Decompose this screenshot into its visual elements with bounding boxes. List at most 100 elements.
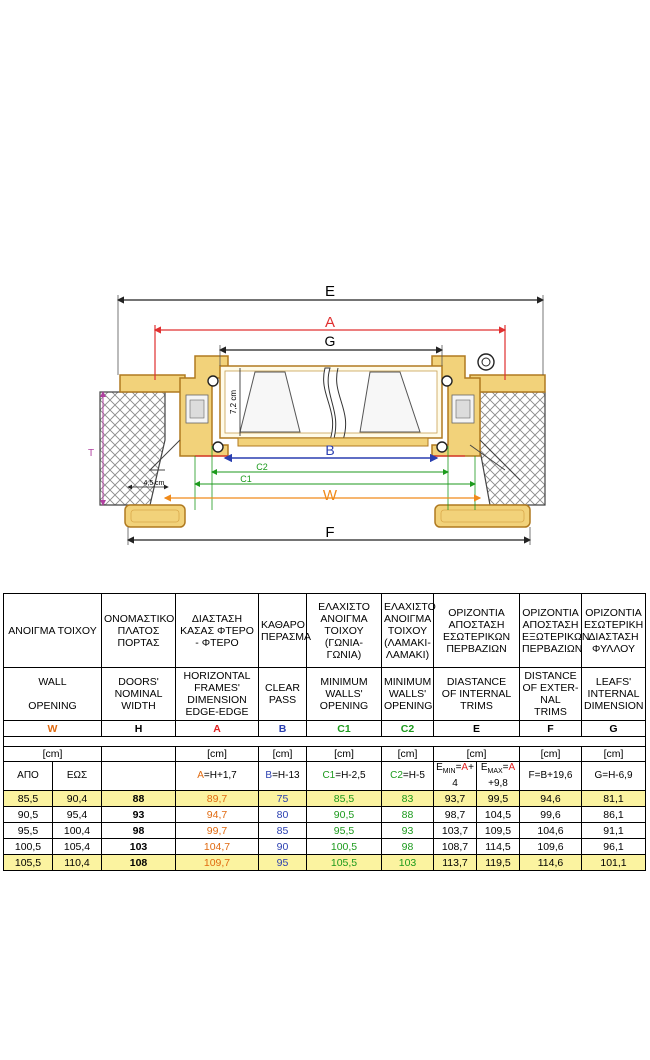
from-label: ΑΠΟ [3, 761, 53, 791]
header-en-A-line4: EDGE-EDGE [185, 706, 249, 718]
header-en-E-line2: OF INTERNAL [441, 688, 512, 700]
header-en-G-line1: LEAFS' [595, 676, 632, 688]
letter-W: W [3, 720, 102, 737]
left-internal-trim [119, 374, 186, 393]
header-en-F-line3: NAL [540, 694, 561, 706]
door-leaf [219, 365, 443, 447]
cell-Emin: 103,7 [433, 822, 477, 839]
unit-F: [cm] [519, 746, 582, 762]
cell-C2: 103 [381, 854, 434, 871]
header-en-E: DIASTANCE OF INTERNAL TRIMS [433, 667, 520, 721]
header-en-A-line2: FRAMES' [194, 682, 240, 694]
header-en-E-line1: DIASTANCE [446, 676, 507, 688]
cell-H: 108 [101, 854, 176, 871]
formula-C2: C2=H-5 [381, 761, 434, 791]
cell-C1: 105,5 [306, 854, 382, 871]
header-greek-G: ΟΡΙΖΟΝΤΙΑ ΕΣΩΤΕΡΙΚΗ ΔΙΑΣΤΑΣΗ ΦΥΛΛΟΥ [581, 593, 646, 668]
header-en-H-line3: WIDTH [121, 700, 156, 712]
unit-W: [cm] [3, 746, 102, 762]
formula-Emax-value: +9,8 [488, 778, 508, 789]
letter-G: G [581, 720, 646, 737]
cell-G: 86,1 [581, 806, 646, 823]
cell-C1: 90,5 [306, 806, 382, 823]
formula-row: ΑΠΟ ΕΩΣ A=H+1,7 B=H-13 C1=H-2,5 C2=H-5 E… [3, 761, 646, 791]
cell-to: 90,4 [52, 790, 102, 807]
dim-label-C1: C1 [240, 474, 252, 484]
cell-from: 100,5 [3, 838, 53, 855]
header-en-C1-line3: OPENING [319, 700, 369, 712]
formula-Emax-a: A [508, 762, 516, 773]
dimension-G: G [218, 333, 444, 366]
cell-B: 75 [258, 790, 307, 807]
dim-label-C2: C2 [256, 462, 268, 472]
cell-from: 85,5 [3, 790, 53, 807]
cell-from: 90,5 [3, 806, 53, 823]
spacer-row [3, 736, 646, 747]
header-en-W-line1: WALL [38, 676, 67, 688]
cell-C1: 85,5 [306, 790, 382, 807]
header-en-F: DISTANCE OF EXTER- NAL TRIMS [519, 667, 582, 721]
cell-F: 109,6 [519, 838, 582, 855]
header-en-G: LEAFS' INTERNAL DIMENSION [581, 667, 646, 721]
header-en-H-line1: DOORS' [118, 676, 159, 688]
header-en-C1: MINIMUM WALLS' OPENING [306, 667, 382, 721]
cell-to: 110,4 [52, 854, 102, 871]
header-en-C2-line2: WALLS' [388, 688, 427, 700]
dimension-W: W [163, 487, 482, 504]
left-wall [99, 391, 166, 506]
formula-Emin-value: 4 [452, 778, 458, 789]
right-internal-trim [469, 374, 546, 393]
cell-to: 95,4 [52, 806, 102, 823]
header-row-letters: W H A B C1 C2 E F G [3, 720, 646, 737]
header-greek-F: ΟΡΙΖΟΝΤΙΑ ΑΠΟΣΤΑΣΗ ΕΞΩΤΕΡΙΚΩΝ ΠΕΡΒΑΖΙΩΝ [519, 593, 589, 668]
formula-G: G=H-6,9 [581, 761, 646, 791]
letter-C1: C1 [306, 720, 382, 737]
dimension-T: T [88, 391, 106, 506]
letter-F: F [519, 720, 582, 737]
unit-H [101, 746, 176, 762]
units-row: [cm] [cm] [cm] [cm] [cm] [cm] [cm] [cm] [3, 746, 646, 762]
to-label: ΕΩΣ [52, 761, 102, 791]
header-greek-A: ΔΙΑΣΤΑΣΗ ΚΑΣΑΣ ΦΤΕΡΟ - ΦΤΕΡΟ [175, 593, 259, 668]
cell-A: 94,7 [175, 806, 259, 823]
dimension-jamb-width: 4,5 cm [127, 480, 169, 490]
header-en-B: CLEAR PASS [258, 667, 307, 721]
cell-H: 88 [101, 790, 176, 807]
cell-Emax: 109,5 [476, 822, 520, 839]
cell-C2: 93 [381, 822, 434, 839]
formula-H [101, 761, 176, 791]
formula-B-letter: B [265, 770, 273, 781]
header-en-A: HORIZONTAL FRAMES' DIMENSION EDGE-EDGE [175, 667, 259, 721]
unit-C1: [cm] [306, 746, 382, 762]
leaf-thickness-label: 7,2 cm [229, 390, 238, 414]
cell-H: 103 [101, 838, 176, 855]
formula-Emin-label: E [436, 762, 443, 773]
formula-C1-letter: C1 [322, 770, 336, 781]
formula-Emin-a: A [461, 762, 469, 773]
dimension-A: A [153, 314, 507, 334]
dim-label-E: E [325, 283, 335, 300]
cell-Emin: 93,7 [433, 790, 477, 807]
formula-C2-letter: C2 [390, 770, 403, 781]
header-en-W: WALL OPENING [3, 667, 102, 721]
formula-C1-rest: =H-2,5 [335, 770, 366, 781]
frame-outline-red [154, 325, 506, 457]
formula-A: A=H+1,7 [175, 761, 259, 791]
table-row: 100,5 105,4 103 104,7 90 100,5 98 108,7 … [3, 838, 646, 855]
header-en-B-line1: CLEAR [264, 682, 300, 694]
cell-C2: 88 [381, 806, 434, 823]
unit-E: [cm] [433, 746, 520, 762]
dimension-leaf-thickness: 7,2 cm [229, 368, 241, 436]
header-en-C1-line1: MINIMUM [320, 676, 368, 688]
cell-A: 104,7 [175, 838, 259, 855]
header-greek-W: ΑΝΟΙΓΜΑ ΤΟΙΧΟΥ [3, 593, 102, 668]
cell-C1: 95,5 [306, 822, 382, 839]
cell-A: 89,7 [175, 790, 259, 807]
formula-Emax-eq: = [502, 762, 509, 773]
cell-F: 114,6 [519, 854, 582, 871]
unit-C2: [cm] [381, 746, 434, 762]
header-row-greek: ΑΝΟΙΓΜΑ ΤΟΙΧΟΥ ΟΝΟΜΑΣΤΙΚΟ ΠΛΑΤΟΣ ΠΟΡΤΑΣ … [3, 593, 646, 668]
jamb-width-label: 4,5 cm [143, 480, 164, 487]
cell-to: 105,4 [52, 838, 102, 855]
cell-from: 105,5 [3, 854, 53, 871]
